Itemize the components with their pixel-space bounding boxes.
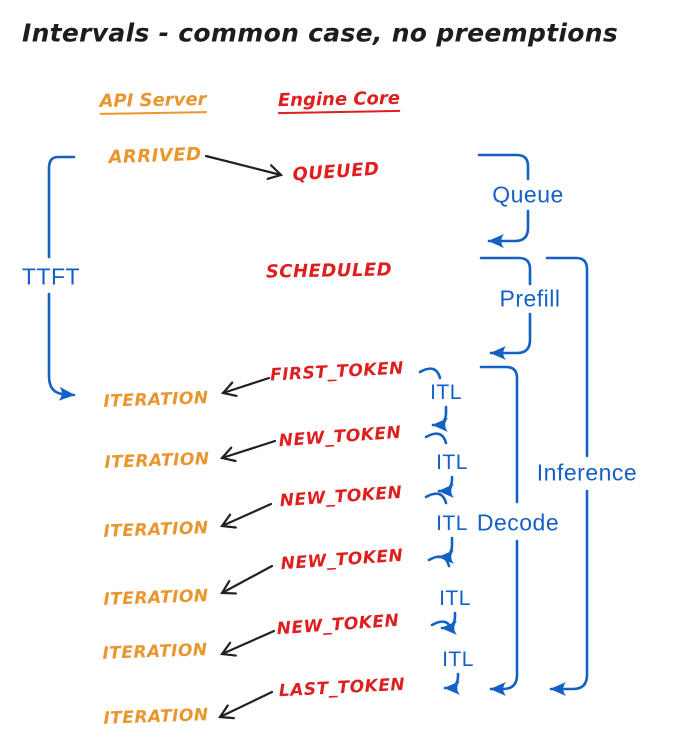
arrow-new-token2-to-iteration (220, 502, 273, 529)
itl1-arrow (431, 405, 448, 432)
event-iteration-3: ITERATION (103, 518, 209, 542)
arrow-first-token-to-iteration (220, 376, 271, 398)
event-arrived: ARRIVED (108, 143, 202, 169)
interval-label-itl-1: ITL (430, 381, 462, 404)
itl4-hook (427, 555, 451, 568)
event-iteration-2: ITERATION (104, 449, 210, 473)
interval-label-itl-5: ITL (442, 648, 474, 671)
itl3-hook (424, 492, 448, 505)
event-scheduled: SCHEDULED (265, 259, 393, 283)
inference-bracket-bottom-arrow (549, 489, 589, 696)
arrow-new-token3-to-iteration (220, 564, 274, 595)
prefill-bracket-bottom-arrow (489, 312, 532, 360)
ttft-bracket-top (47, 155, 76, 259)
event-iteration-6: ITERATION (103, 705, 209, 729)
itl5-arrow (443, 672, 460, 695)
diagram-title: Intervals - common case, no preemptions (21, 18, 619, 48)
interval-label-itl-4: ITL (439, 587, 471, 610)
column-header-api-server: API Server (99, 89, 207, 115)
arrow-last-token-to-iteration (218, 690, 274, 720)
itl2-hook (424, 432, 448, 445)
itl4-arrow (440, 611, 457, 635)
column-header-engine-core: Engine Core (277, 87, 401, 115)
arrow-new-token1-to-iteration (219, 439, 277, 463)
interval-label-queue: Queue (492, 181, 564, 208)
interval-label-decode: Decode (476, 509, 560, 536)
queue-bracket-bottom-arrow (487, 209, 530, 248)
itl1-hook (418, 367, 442, 380)
interval-label-itl-2: ITL (436, 451, 468, 474)
interval-label-prefill: Prefill (499, 285, 561, 312)
event-iteration-1: ITERATION (103, 388, 209, 412)
prefill-bracket-top (479, 256, 532, 286)
itl5-hook (430, 620, 454, 633)
interval-label-inference: Inference (536, 459, 638, 486)
event-iteration-4: ITERATION (103, 586, 209, 610)
inference-bracket-top (545, 256, 589, 458)
interval-label-itl-3: ITL (436, 512, 468, 535)
decode-bracket-bottom-arrow (489, 539, 519, 696)
arrow-arrived-to-queued (204, 154, 284, 180)
ttft-bracket-bottom-arrow (47, 292, 76, 401)
queue-bracket-top (477, 153, 530, 181)
event-iteration-5: ITERATION (102, 640, 208, 664)
decode-bracket-top (479, 365, 519, 504)
itl3-arrow (437, 536, 454, 564)
interval-label-ttft: TTFT (21, 263, 81, 290)
arrow-new-token4-to-iteration (220, 629, 276, 657)
itl2-arrow (437, 475, 454, 498)
